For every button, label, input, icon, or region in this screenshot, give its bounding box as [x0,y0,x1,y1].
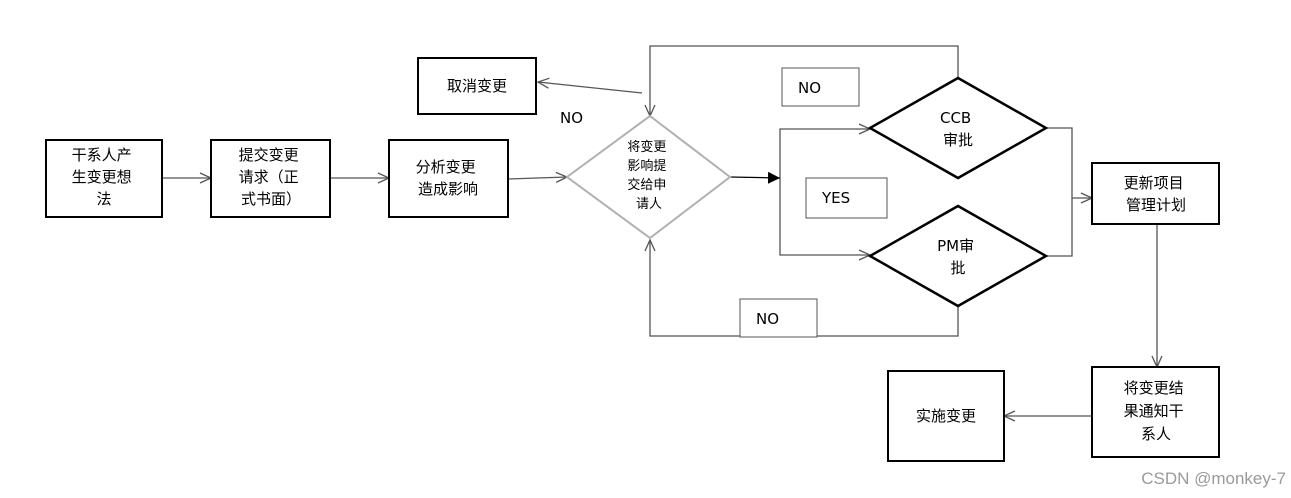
node-label: 实施变更 [916,407,976,425]
node-label: 干系人产 生变更想 法 [72,146,137,208]
label-text: NO [756,310,779,328]
arrow-decision-to-ccb [779,123,872,177]
decision-ccb-approval: CCB 审批 [867,76,1049,180]
node-label: 更新项目 管理计划 [1124,174,1189,214]
label-box [805,177,888,219]
connector-ccb-to-update [1046,127,1073,198]
edge-label-no-ccb: NO [781,67,860,107]
node-label: 分析变更 造成影响 [416,158,481,198]
process-box [1091,162,1220,225]
decision-submit-to-applicant: 将变更 影响提 交给申 请人 [565,114,732,240]
process-box [388,139,509,218]
decision-pm-approval: PM审 批 [867,204,1049,308]
label-box [781,67,860,107]
process-box [45,139,163,218]
decision-diamond [867,204,1049,308]
arrow-decision-to-cancel [536,77,643,94]
process-box [210,139,331,218]
edge-label-no-pm: NO [739,298,818,338]
arrow-decision-out [729,171,781,184]
decision-diamond [565,114,732,240]
edge-label-yes: YES [805,177,888,219]
node-analyze-impact: 分析变更 造成影响 [388,139,509,218]
node-update-plan: 更新项目 管理计划 [1091,162,1220,225]
decision-label: 将变更 影响提 交给申 请人 [627,139,670,212]
arrow-analyze-to-decision [507,171,569,183]
node-label: 将变更结 果通知干 系人 [1124,379,1189,443]
node-cancel-change: 取消变更 [417,57,537,115]
node-idea: 干系人产 生变更想 法 [45,139,163,218]
decision-label: CCB 审批 [940,109,976,149]
node-submit-request: 提交变更 请求（正 式书面） [210,139,331,218]
edge-label-no-cancel: NO [560,109,583,127]
label-text: NO [798,79,821,97]
process-box [1091,366,1220,458]
process-box [887,370,1005,462]
label-text: YES [821,189,850,207]
arrow-decision-to-pm [779,177,872,261]
watermark: CSDN @monkey-7 [1141,469,1286,488]
connectors [162,45,1163,422]
process-box [417,57,537,115]
arrow-ccb-no-loop [644,45,959,118]
connector-pm-to-update [1046,198,1073,257]
node-notify-stakeholders: 将变更结 果通知干 系人 [1091,366,1220,458]
label-box [739,298,818,338]
node-label: 取消变更 [447,77,507,95]
node-implement-change: 实施变更 [887,370,1005,462]
decision-label: PM审 批 [937,237,979,277]
node-label: 提交变更 请求（正 式书面） [239,146,304,208]
decision-diamond [867,76,1049,180]
